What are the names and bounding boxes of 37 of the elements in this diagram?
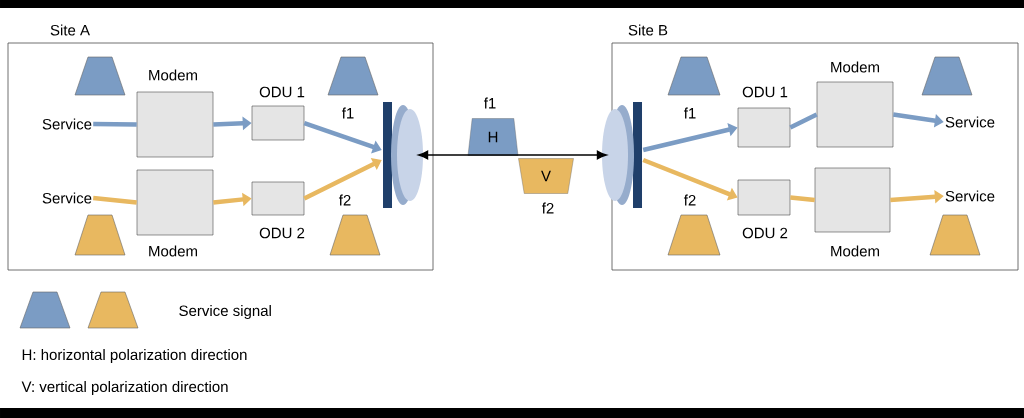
frequency-label: f1 xyxy=(483,97,496,109)
modem-box: Modem xyxy=(136,169,214,257)
antenna-drawing xyxy=(383,102,423,208)
node-label: ODU 2 xyxy=(259,227,305,239)
polarization-trapezoid: H xyxy=(467,118,519,156)
node-label: Modem xyxy=(149,245,198,257)
edge-label: f2 xyxy=(682,193,698,207)
frequency-label: f2 xyxy=(541,202,554,214)
node-label: Modem xyxy=(149,69,198,81)
edge-label: f1 xyxy=(340,106,356,120)
odu-box: ODU 1 xyxy=(737,86,791,148)
node-label: ODU 1 xyxy=(742,86,788,98)
node-label: Modem xyxy=(831,245,880,257)
odu-box: ODU 1 xyxy=(251,86,305,141)
arrow xyxy=(303,157,382,201)
node-label: Modem xyxy=(831,61,880,73)
note: V: vertical polarization direction xyxy=(21,381,228,395)
modem-box: Modem xyxy=(814,167,891,257)
note: H: horizontal polarization direction xyxy=(22,349,247,363)
service-label: Service xyxy=(42,118,92,130)
service-label: Service xyxy=(945,190,995,202)
node-label: ODU 2 xyxy=(742,227,788,239)
modem-box: Modem xyxy=(136,69,214,158)
node-label: Site B xyxy=(628,24,668,36)
arrow xyxy=(418,150,607,160)
odu-box: ODU 2 xyxy=(251,181,305,239)
legend-text: Service signal xyxy=(179,305,271,319)
odu-box: ODU 2 xyxy=(737,179,791,239)
service-label: Service xyxy=(945,116,995,128)
node-label: Site A xyxy=(50,24,90,36)
modem-box: Modem xyxy=(816,61,894,148)
edge-label: f2 xyxy=(337,193,353,207)
edge-label: f1 xyxy=(682,106,698,120)
antenna-drawing xyxy=(602,102,642,208)
service-label: Service xyxy=(42,192,92,204)
polarization-trapezoid: V xyxy=(518,158,574,194)
node-label: ODU 1 xyxy=(259,86,305,98)
